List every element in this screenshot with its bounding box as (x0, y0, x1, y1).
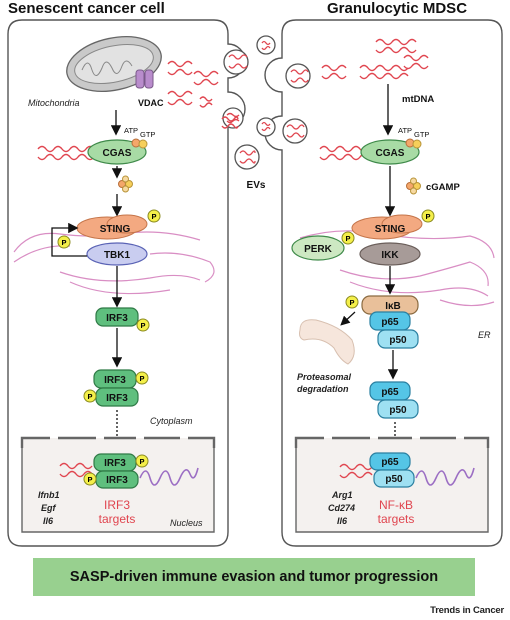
irf3-dimer (93, 369, 139, 407)
cgas-label-right: CGAS (376, 148, 405, 159)
irf3-nuclear-label-bottom: IRF3 (106, 475, 128, 486)
gene-il6-left: Il6 (43, 516, 54, 526)
irf3-dimer-label-bottom: IRF3 (106, 393, 128, 404)
phospho-irf3-nuclear-top (135, 454, 149, 468)
p50-nuclear-label: p50 (385, 474, 403, 485)
cytoplasm-label: Cytoplasm (150, 416, 193, 426)
gene-arg1: Arg1 (331, 490, 353, 500)
er-label: ER (478, 330, 491, 340)
p50-free-label: p50 (389, 405, 407, 416)
arrow-ikb-to-proteasome (340, 311, 356, 326)
p50-nuclear (373, 469, 415, 488)
cgas-protein-left (87, 139, 147, 165)
ikb-label: IκB (385, 301, 401, 312)
irf3-dimer-label-top: IRF3 (104, 375, 126, 386)
phospho-feedback (57, 235, 71, 249)
ikk-protein (359, 242, 421, 266)
target-gene-dna-right (339, 463, 373, 479)
ikk-label: IKK (381, 250, 399, 261)
tbk1-label: TBK1 (104, 250, 131, 261)
irf3-nuclear-label-top: IRF3 (104, 458, 126, 469)
proteasome (299, 319, 355, 365)
p65-free-label: p65 (381, 387, 399, 398)
extracellular-vesicles (222, 35, 311, 170)
vdac-label: VDAC (138, 98, 164, 108)
phospho-irf3-dimer-bottom (83, 389, 97, 403)
phospho-ikb-label: P (349, 298, 354, 307)
phospho-perk (341, 231, 355, 245)
mitochondrion (66, 36, 162, 92)
atp-gtp-substrates-right (405, 138, 422, 149)
mtdna-label: mtDNA (402, 94, 434, 105)
nucleus-label-left: Nucleus (170, 518, 203, 528)
perk-label: PERK (304, 244, 333, 255)
phospho-irf3-monomer-label: P (140, 321, 145, 330)
mdsc-cell-membrane (264, 19, 503, 547)
cgas-protein-right (360, 139, 420, 165)
phospho-sting-left-label: P (151, 212, 156, 221)
phospho-irf3-dimer-top (135, 371, 149, 385)
cytosolic-mtdna-right (321, 38, 429, 80)
p50-bound (377, 329, 419, 349)
right-panel-title: Granulocytic MDSC (327, 0, 468, 17)
atp-gtp-substrates-left (131, 138, 148, 149)
gene-cd274: Cd274 (328, 503, 355, 513)
sting-protein-right (351, 214, 423, 240)
tbk1-sting-feedback-arrow (51, 222, 87, 257)
irf3-monomer (95, 307, 139, 327)
cgas-label-left: CGAS (103, 148, 132, 159)
phospho-feedback-label: P (61, 238, 66, 247)
gene-egf: Egf (41, 503, 57, 513)
evs-label: EVs (247, 180, 266, 191)
sting-protein-left (76, 214, 148, 240)
nfkb-targets-line1: NF-κB (379, 498, 413, 512)
phospho-sting-left (147, 209, 161, 223)
mrna-transcript-left (139, 467, 199, 486)
phospho-irf3-nuclear-bottom-label: P (87, 475, 92, 484)
phospho-irf3-monomer (136, 318, 150, 332)
phospho-sting-right-label: P (425, 212, 430, 221)
vdac-channel (135, 69, 154, 89)
released-mtdna-left (167, 60, 239, 129)
tbk1-protein (86, 242, 148, 266)
cgamp-molecule-right (406, 177, 421, 195)
p50-bound-label: p50 (389, 335, 407, 346)
left-panel-title: Senescent cancer cell (8, 0, 165, 17)
phospho-irf3-nuclear-top-label: P (139, 457, 144, 466)
proteasomal-label-2: degradation (297, 384, 349, 394)
irf3-targets-line1: IRF3 (104, 498, 130, 512)
gtp-label-left: GTP (140, 130, 155, 139)
mrna-transcript-right (415, 467, 475, 486)
er-membrane-right (299, 230, 495, 307)
p65-bound-label: p65 (381, 317, 399, 328)
irf3-monomer-label: IRF3 (106, 313, 128, 324)
sting-label-left: STING (100, 224, 131, 235)
phospho-irf3-dimer-bottom-label: P (87, 392, 92, 401)
mitochondria-label: Mitochondria (28, 98, 80, 108)
irf3-targets-line2: targets (99, 512, 136, 526)
p65-nuclear-label: p65 (381, 457, 399, 468)
nfkb-targets-line2: targets (378, 512, 415, 526)
phospho-ikb (345, 295, 359, 309)
sting-label-right: STING (375, 224, 406, 235)
journal-brand: Trends in Cancer (430, 605, 504, 616)
senescent-cell-membrane (7, 19, 246, 547)
phospho-irf3-dimer-top-label: P (139, 374, 144, 383)
gene-ifnb1: Ifnb1 (38, 490, 60, 500)
target-gene-dna-left (59, 462, 93, 478)
cgamp-label: cGAMP (426, 182, 460, 193)
phospho-irf3-nuclear-bottom (83, 472, 97, 486)
gene-il6-right: Il6 (337, 516, 348, 526)
cgamp-molecule-left (118, 175, 133, 193)
p50-free (377, 399, 419, 419)
proteasomal-label-1: Proteasomal (297, 372, 352, 382)
atp-label-right: ATP (398, 126, 412, 135)
phospho-perk-label: P (345, 234, 350, 243)
perk-protein (291, 235, 345, 261)
phospho-sting-right (421, 209, 435, 223)
conclusion-banner: SASP-driven immune evasion and tumor pro… (33, 558, 475, 596)
atp-label-left: ATP (124, 126, 138, 135)
gtp-label-right: GTP (414, 130, 429, 139)
